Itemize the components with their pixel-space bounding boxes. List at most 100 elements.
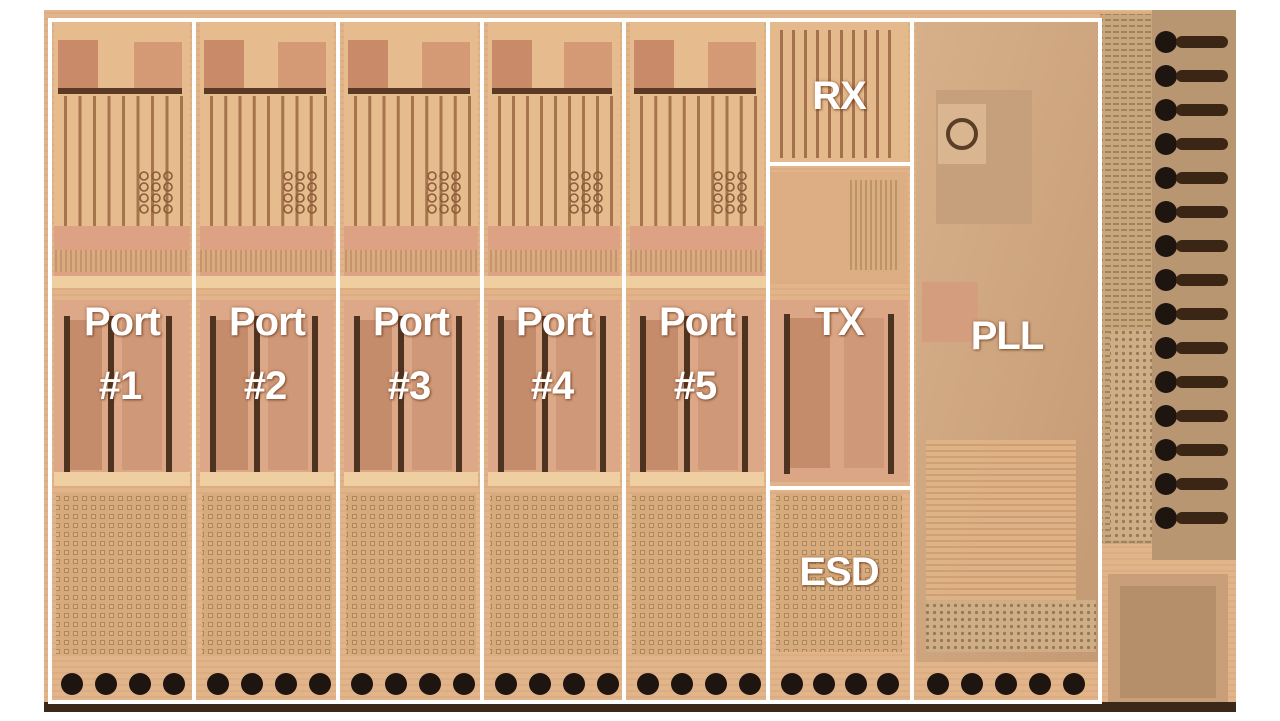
- port-5-wire-3: [682, 96, 686, 226]
- port-5-gate-line-b: [684, 316, 690, 476]
- port-5-wire-1: [654, 96, 658, 226]
- port-5-wire-0: [640, 96, 643, 226]
- port-1-via-ring: [163, 193, 173, 203]
- port-4-bond-pad-0: [495, 673, 517, 695]
- port-4-wire-0: [498, 96, 501, 226]
- port-4-label-number: #4: [530, 364, 575, 408]
- esd-label: ESD: [799, 550, 879, 594]
- port-4-grid-array: [490, 494, 618, 654]
- port-5-via-ring: [713, 193, 723, 203]
- port-1-rail: [50, 276, 194, 288]
- port-1-bond-pad-0: [61, 673, 83, 695]
- port-4-finger-right: [556, 320, 596, 470]
- port-1-via-ring: [139, 182, 149, 192]
- rx-wire-2: [804, 30, 807, 158]
- port-1-wire-3: [107, 96, 111, 226]
- port-1-grid-array: [56, 494, 188, 654]
- port-4-wire-2: [526, 96, 529, 226]
- port-1-wire-6: [151, 96, 154, 226]
- right-bond-pad-14: [1155, 507, 1177, 529]
- right-bond-wire-0: [1176, 36, 1228, 48]
- port-1-header-block-a: [58, 40, 98, 90]
- port-4-finger-left: [502, 320, 536, 470]
- tx-finger-left: [790, 318, 830, 468]
- port-5-via-ring: [725, 193, 735, 203]
- right-bond-pad-11: [1155, 405, 1177, 427]
- port-1-via-ring: [163, 171, 173, 181]
- port-5-lower-rail: [630, 472, 764, 486]
- port-4-rail: [484, 276, 624, 288]
- port-4-via-ring: [569, 193, 579, 203]
- column-divider-4: [766, 20, 770, 702]
- port-3-rail: [340, 276, 482, 288]
- port-1-wire-5: [136, 96, 140, 226]
- rx-wire-4: [828, 30, 831, 158]
- esd-bond-pad-0: [781, 673, 803, 695]
- port-1-gate-line-c: [166, 316, 172, 476]
- port-3-bond-pad-3: [453, 673, 475, 695]
- port-5-grid-array: [632, 494, 762, 654]
- port-1-wire-1: [78, 96, 82, 226]
- port-4-wire-5: [568, 96, 571, 226]
- rx-wire-8: [876, 30, 879, 158]
- right-bond-wire-6: [1176, 240, 1228, 252]
- port-2-via-ring: [307, 171, 317, 181]
- right-bond-pad-7: [1155, 269, 1177, 291]
- port-2-gate-line-a: [210, 316, 216, 476]
- port-3-label-name: Port: [373, 300, 450, 344]
- pll-filter-block: [922, 282, 978, 342]
- port-1-via-ring: [139, 193, 149, 203]
- port-2-wire-6: [295, 96, 299, 226]
- port-5-via-ring: [713, 204, 723, 214]
- port-2-label-number: #2: [243, 364, 288, 408]
- right-bond-wire-11: [1176, 410, 1228, 422]
- port-4-header-block-a: [492, 40, 532, 90]
- port-2-bond-pad-0: [207, 673, 229, 695]
- port-2-via-ring: [283, 204, 293, 214]
- rx-wire-1: [792, 30, 795, 158]
- port-5-wire-5: [711, 96, 715, 226]
- port-1-wire-2: [93, 96, 96, 226]
- port-2-via-ring: [283, 193, 293, 203]
- port-5-bond-pad-1: [671, 673, 693, 695]
- port-5-via-ring: [737, 204, 747, 214]
- port-5-via-ring: [737, 171, 747, 181]
- port-1-bond-pad-3: [163, 673, 185, 695]
- port-4-via-ring: [569, 182, 579, 192]
- column-divider-2: [480, 20, 484, 702]
- port-3-via-ring: [439, 182, 449, 192]
- port-2-wire-1: [224, 96, 228, 226]
- port-5-rail: [626, 276, 768, 288]
- port-3-via-ring: [427, 182, 437, 192]
- port-1-lower-rail: [54, 472, 190, 486]
- port-3-via-ring: [451, 204, 461, 214]
- port-2-wire-8: [324, 96, 327, 226]
- port-3-via-ring: [451, 182, 461, 192]
- port-5-via-ring: [725, 182, 735, 192]
- port-4-via-ring: [581, 182, 591, 192]
- port-3-wire-4: [411, 96, 414, 226]
- tx-stair-lines: [850, 180, 900, 270]
- right-bond-wire-5: [1176, 206, 1228, 218]
- esd-bond-pad-2: [845, 673, 867, 695]
- port-5-via-ring: [725, 171, 735, 181]
- column-divider-1: [336, 20, 340, 702]
- right-bond-pad-10: [1155, 371, 1177, 393]
- port-3-label-number: #3: [387, 364, 432, 408]
- port-3-wire-8: [468, 96, 471, 226]
- port-5-wire-4: [697, 96, 700, 226]
- right-bond-pad-12: [1155, 439, 1177, 461]
- port-1-finger-left: [68, 320, 102, 470]
- port-2-wire-4: [267, 96, 270, 226]
- port-1-finger-right: [122, 320, 162, 470]
- port-4-wire-4: [554, 96, 557, 226]
- right-bond-wire-2: [1176, 104, 1228, 116]
- right-bond-wire-9: [1176, 342, 1228, 354]
- port-5-header-rail: [634, 88, 756, 94]
- esd-grid-array: [776, 494, 902, 652]
- port-1-bond-pad-2: [129, 673, 151, 695]
- port-4-wire-6: [582, 96, 585, 226]
- pll-bond-pad-2: [995, 673, 1017, 695]
- right-bond-pad-4: [1155, 167, 1177, 189]
